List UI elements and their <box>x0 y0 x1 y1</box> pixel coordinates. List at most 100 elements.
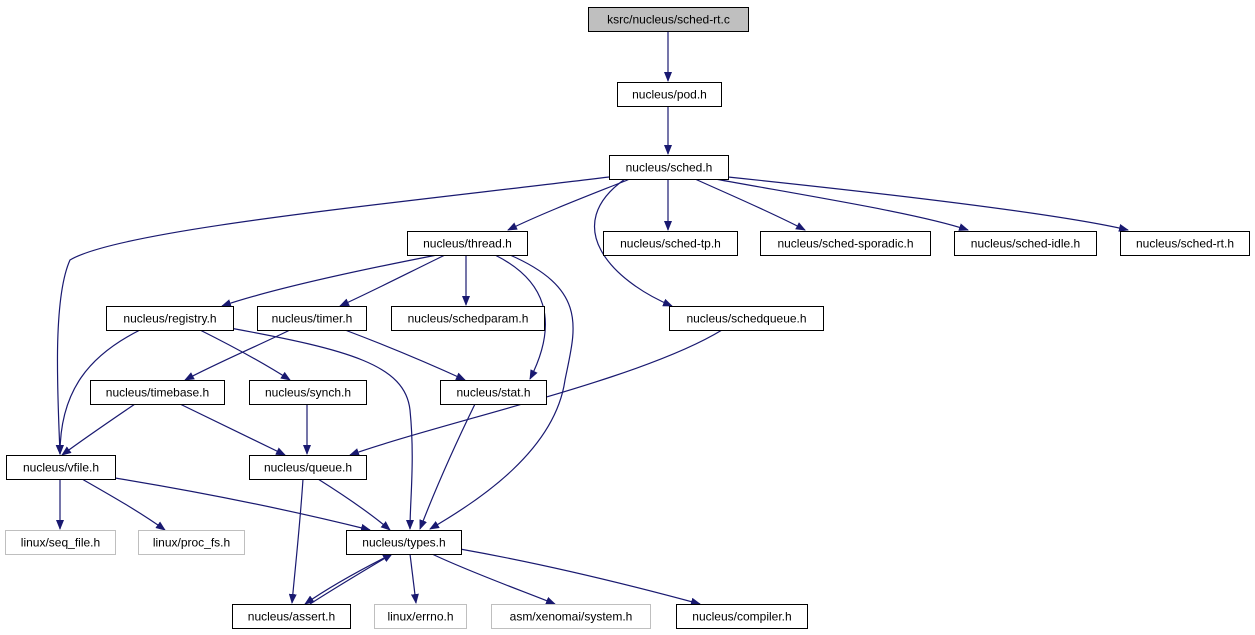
node-box <box>676 604 808 629</box>
node-label: nucleus/sched-sporadic.h <box>777 237 913 251</box>
node-box <box>407 231 528 256</box>
node-box <box>440 380 547 405</box>
node-box <box>6 455 116 480</box>
edge-registry-h-to-synch-h <box>199 329 291 381</box>
node-sched-idle-h[interactable]: nucleus/sched-idle.h <box>954 231 1097 256</box>
edges-layer <box>55 31 1129 606</box>
node-box <box>491 604 651 629</box>
node-label: nucleus/types.h <box>362 536 445 550</box>
node-registry-h[interactable]: nucleus/registry.h <box>106 306 234 331</box>
edge-timer-h-to-stat-h <box>344 329 466 381</box>
node-label: nucleus/sched.h <box>626 161 713 175</box>
node-box <box>391 306 545 331</box>
node-label: nucleus/synch.h <box>265 386 351 400</box>
node-label: nucleus/thread.h <box>423 237 512 251</box>
node-label: nucleus/stat.h <box>456 386 530 400</box>
node-box <box>257 306 367 331</box>
nodes-layer: ksrc/nucleus/sched-rt.c nucleus/pod.h nucl… <box>5 7 1250 629</box>
node-box <box>5 530 116 555</box>
node-label: linux/errno.h <box>387 610 453 624</box>
node-box <box>588 7 749 32</box>
edge-queue-h-to-types-h <box>317 478 391 531</box>
node-label: nucleus/queue.h <box>264 461 352 475</box>
node-box <box>106 306 234 331</box>
node-sched-rt-c[interactable]: ksrc/nucleus/sched-rt.c <box>588 7 749 32</box>
node-timer-h[interactable]: nucleus/timer.h <box>257 306 367 331</box>
node-types-h[interactable]: nucleus/types.h <box>346 530 462 555</box>
node-label: linux/seq_file.h <box>21 536 100 550</box>
edge-timebase-h-to-queue-h <box>179 403 286 456</box>
node-label: linux/proc_fs.h <box>153 536 230 550</box>
edge-assert-h-to-types-h <box>309 553 393 605</box>
node-box <box>954 231 1097 256</box>
node-proc-fs-h: linux/proc_fs.h <box>138 530 245 555</box>
node-box <box>232 604 351 629</box>
node-schedqueue-h[interactable]: nucleus/schedqueue.h <box>669 306 824 331</box>
node-label: nucleus/compiler.h <box>692 610 791 624</box>
node-sched-h[interactable]: nucleus/sched.h <box>609 155 729 180</box>
edge-registry-h-to-types-h <box>229 327 415 530</box>
edge-sched-h-to-thread-h <box>507 178 631 231</box>
node-label: nucleus/timer.h <box>272 312 353 326</box>
node-stat-h[interactable]: nucleus/stat.h <box>440 380 547 405</box>
node-synch-h[interactable]: nucleus/synch.h <box>249 380 367 405</box>
node-box <box>1120 231 1250 256</box>
edge-timer-h-to-timebase-h <box>184 329 291 381</box>
node-label: nucleus/sched-rt.h <box>1136 237 1234 251</box>
node-thread-h[interactable]: nucleus/thread.h <box>407 231 528 256</box>
node-box <box>249 455 367 480</box>
node-timebase-h[interactable]: nucleus/timebase.h <box>90 380 225 405</box>
edge-thread-h-to-registry-h <box>221 254 438 307</box>
node-pod-h[interactable]: nucleus/pod.h <box>617 82 722 107</box>
node-box <box>609 155 729 180</box>
node-label: nucleus/schedparam.h <box>408 312 529 326</box>
node-label: nucleus/schedqueue.h <box>686 312 806 326</box>
node-errno-h: linux/errno.h <box>374 604 467 629</box>
node-assert-h[interactable]: nucleus/assert.h <box>232 604 351 629</box>
edge-timebase-h-to-vfile-h <box>61 403 136 456</box>
node-sched-tp-h[interactable]: nucleus/sched-tp.h <box>603 231 738 256</box>
node-label: nucleus/sched-tp.h <box>620 237 721 251</box>
node-sched-sporadic-h[interactable]: nucleus/sched-sporadic.h <box>760 231 931 256</box>
edge-types-h-to-compiler-h <box>459 548 701 606</box>
node-sched-rt-h[interactable]: nucleus/sched-rt.h <box>1120 231 1250 256</box>
node-box <box>603 231 738 256</box>
node-label: nucleus/sched-idle.h <box>971 237 1080 251</box>
edge-thread-h-to-types-h <box>429 254 574 530</box>
edge-thread-h-to-stat-h <box>494 254 546 380</box>
node-seq-file-h: linux/seq_file.h <box>5 530 116 555</box>
node-system-h: asm/xenomai/system.h <box>491 604 651 629</box>
edge-stat-h-to-types-h <box>419 403 476 530</box>
node-box <box>669 306 824 331</box>
edge-sched-h-to-sched-idle-h <box>714 178 969 231</box>
node-compiler-h[interactable]: nucleus/compiler.h <box>676 604 808 629</box>
edge-sched-h-to-schedqueue-h <box>593 178 673 307</box>
edge-types-h-to-system-h <box>431 553 556 605</box>
node-box <box>617 82 722 107</box>
node-box <box>138 530 245 555</box>
node-queue-h[interactable]: nucleus/queue.h <box>249 455 367 480</box>
edge-thread-h-to-timer-h <box>339 254 446 307</box>
edge-queue-h-to-assert-h <box>288 478 304 604</box>
edge-sched-h-to-sched-sporadic-h <box>694 178 806 231</box>
node-box <box>346 530 462 555</box>
edge-sched-h-to-sched-rt-h <box>727 176 1129 232</box>
node-box <box>760 231 931 256</box>
edge-vfile-h-to-proc-fs-h <box>81 478 166 531</box>
edge-vfile-h-to-types-h <box>114 477 371 532</box>
node-box <box>374 604 467 629</box>
edge-registry-h-to-vfile-h <box>56 329 141 455</box>
node-box <box>90 380 225 405</box>
edge-types-h-to-assert-h <box>304 553 393 605</box>
node-label: nucleus/vfile.h <box>23 461 99 475</box>
node-vfile-h[interactable]: nucleus/vfile.h <box>6 455 116 480</box>
node-label: nucleus/pod.h <box>632 88 707 102</box>
edge-types-h-to-errno-h <box>409 553 419 604</box>
node-label: asm/xenomai/system.h <box>510 610 633 624</box>
node-box <box>249 380 367 405</box>
node-label: ksrc/nucleus/sched-rt.c <box>607 13 730 27</box>
edge-sched-h-to-vfile-h <box>55 176 610 455</box>
node-schedparam-h[interactable]: nucleus/schedparam.h <box>391 306 545 331</box>
node-label: nucleus/registry.h <box>123 312 216 326</box>
